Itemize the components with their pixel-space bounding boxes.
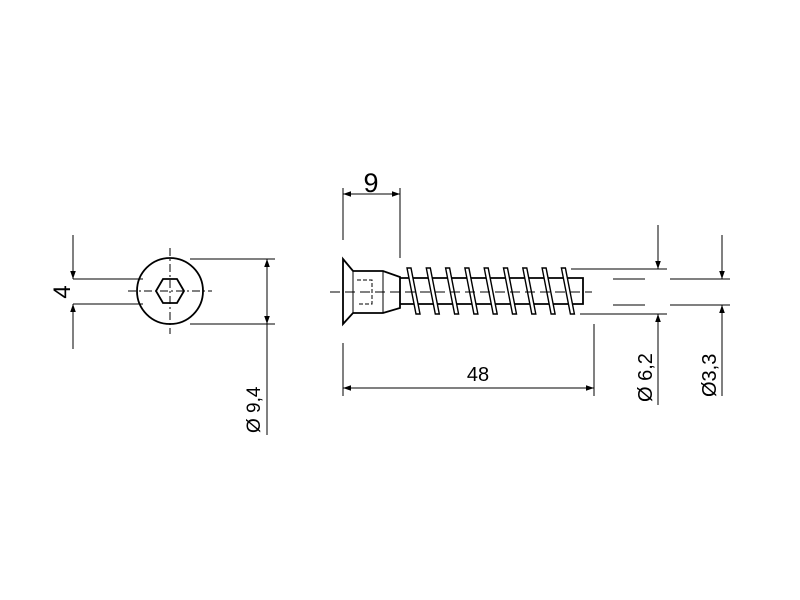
thread-crest [541, 267, 556, 315]
total-length-dimension: 48 [467, 364, 489, 386]
side-view: 9 48 Ø 6,2 Ø3,3 [330, 168, 730, 405]
thread-crest [444, 267, 460, 315]
head-length-dimension: 9 [363, 168, 378, 198]
thread-crest [483, 267, 499, 315]
screw-head [342, 256, 401, 327]
thread-crest [502, 267, 518, 315]
thread-crest [425, 267, 441, 315]
hex-socket-dimension: 4 [49, 285, 76, 298]
head-diameter-dimension: Ø 9,4 [244, 386, 265, 433]
end-view: 4 Ø 9,4 [49, 235, 275, 435]
thread-crest [406, 267, 421, 315]
thread-crests [406, 267, 576, 315]
thread-diameter-dimension: Ø 6,2 [635, 353, 657, 402]
core-diameter-dimension: Ø3,3 [699, 354, 721, 397]
thread-crest [464, 267, 479, 315]
thread-crest [521, 267, 537, 315]
thread-crest [560, 267, 576, 315]
